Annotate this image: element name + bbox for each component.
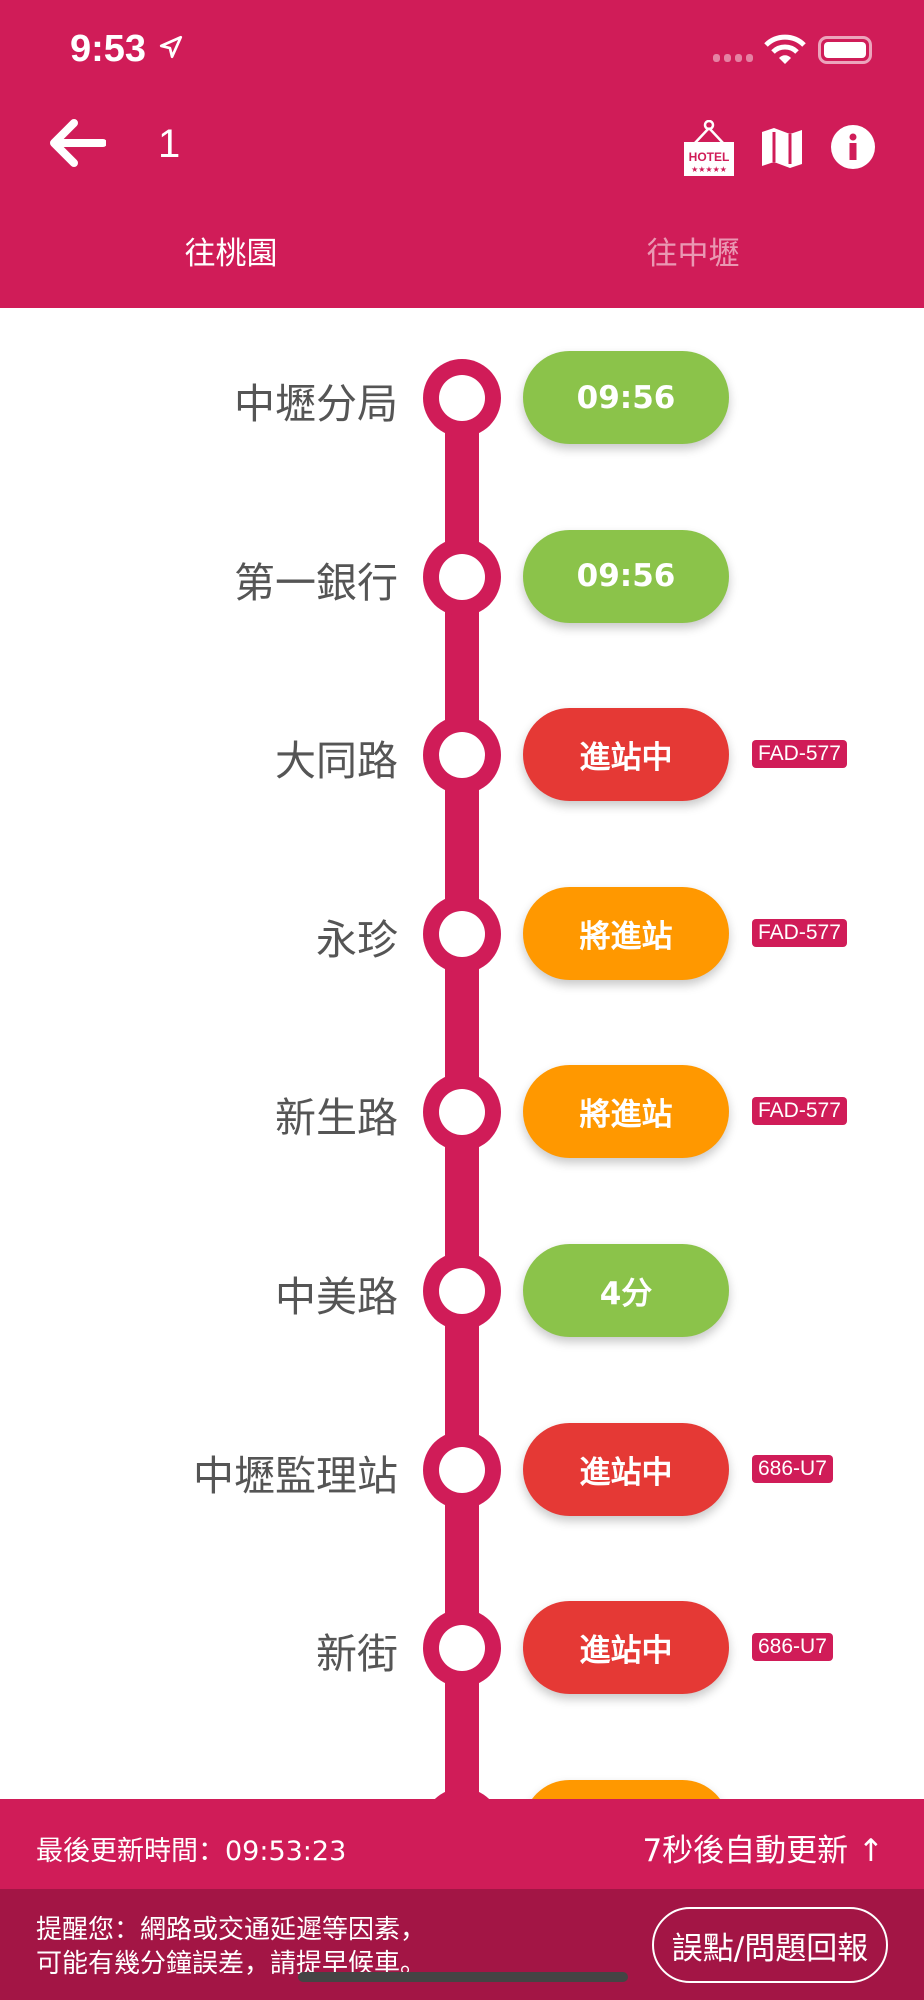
route-title: 1 <box>158 122 181 166</box>
notice-line-1: 提醒您：網路或交通延遲等因素， <box>36 1915 427 1945</box>
svg-text:★★★★★: ★★★★★ <box>691 165 727 174</box>
stop-row[interactable]: 第一銀行 09:56 <box>0 527 924 627</box>
auto-refresh-button[interactable]: 7秒後自動更新 ↑ <box>642 1833 884 1869</box>
notice-message: 提醒您：網路或交通延遲等因素，可能有幾分鐘誤差，請提早候車。 <box>36 1913 426 1981</box>
app-header: 9:53 1 HOTEL★★★★★ 往桃園 往中壢 <box>0 0 924 308</box>
stop-dot <box>423 1252 501 1330</box>
stop-row[interactable]: 新街 進站中 686-U7 <box>0 1598 924 1698</box>
arrival-pill: 4分 <box>523 1244 729 1337</box>
stop-row[interactable]: 中壢監理站 進站中 686-U7 <box>0 1420 924 1520</box>
home-indicator <box>298 1972 628 1982</box>
stop-dot <box>423 894 501 973</box>
stop-row[interactable]: 大同路 進站中 FAD-577 <box>0 705 924 805</box>
arrival-pill: 進站中 <box>523 708 729 802</box>
map-icon[interactable] <box>760 126 804 170</box>
location-arrow-icon <box>159 35 183 59</box>
stop-dot <box>423 1609 501 1688</box>
stop-name: 中壢分局 <box>234 380 398 428</box>
bus-plate-badge: FAD-577 <box>752 918 847 947</box>
arrival-pill: 進站中 <box>523 1601 729 1695</box>
stop-dot <box>423 716 501 795</box>
battery-icon <box>818 36 872 64</box>
wifi-icon <box>764 34 806 64</box>
last-updated-text: 最後更新時間：09:53:23 <box>36 1836 347 1867</box>
stop-dot <box>423 359 501 437</box>
tab-to-taoyuan[interactable]: 往桃園 <box>184 236 278 272</box>
stop-name: 中美路 <box>275 1273 398 1321</box>
hotel-button[interactable]: HOTEL★★★★★ <box>682 119 736 176</box>
tab-to-zhongli[interactable]: 往中壢 <box>646 236 740 272</box>
stop-dot <box>423 1788 501 1799</box>
status-time: 9:53 <box>70 28 147 70</box>
stop-name: 第一銀行 <box>234 558 398 607</box>
stop-dot <box>423 537 501 616</box>
stop-name: 大同路 <box>275 737 398 786</box>
hotel-sign-text: HOTEL <box>689 150 730 164</box>
bus-plate-badge: 686-U7 <box>752 1454 833 1483</box>
hotel-icon: HOTEL★★★★★ <box>684 119 734 176</box>
stop-row[interactable]: 新生路 將進站 FAD-577 <box>0 1062 924 1162</box>
stop-row[interactable]: 中美路 4分 <box>0 1241 924 1341</box>
update-bar: 最後更新時間：09:53:23 7秒後自動更新 ↑ <box>0 1799 924 1889</box>
stop-name: 永珍 <box>316 915 398 964</box>
cellular-signal-icon <box>713 54 753 62</box>
stop-name: 中壢監理站 <box>193 1451 398 1500</box>
bus-plate-badge: FAD-577 <box>752 740 847 769</box>
arrival-pill: 進站中 <box>523 1422 729 1516</box>
bus-plate-badge: FAD-577 <box>752 1097 847 1126</box>
stop-name: 新生路 <box>275 1094 398 1143</box>
stop-row[interactable]: 中壢分局 09:56 <box>0 348 924 448</box>
stop-row-partial <box>0 1777 924 1799</box>
stop-name: 新街 <box>316 1630 398 1679</box>
back-arrow-icon[interactable] <box>48 118 106 168</box>
notice-bar: 提醒您：網路或交通延遲等因素，可能有幾分鐘誤差，請提早候車。 誤點/問題回報 <box>0 1889 924 2000</box>
bus-plate-badge: 686-U7 <box>752 1633 833 1662</box>
arrival-pill: 將進站 <box>523 886 729 980</box>
arrival-pill <box>523 1780 729 1799</box>
arrival-pill: 09:56 <box>523 529 729 623</box>
arrival-pill: 將進站 <box>523 1065 729 1159</box>
stop-dot <box>423 1430 501 1509</box>
info-icon[interactable] <box>830 124 876 170</box>
report-issue-button[interactable]: 誤點/問題回報 <box>652 1907 888 1983</box>
stop-row[interactable]: 永珍 將進站 FAD-577 <box>0 884 924 984</box>
stop-dot <box>423 1073 501 1152</box>
arrival-pill: 09:56 <box>523 351 729 444</box>
